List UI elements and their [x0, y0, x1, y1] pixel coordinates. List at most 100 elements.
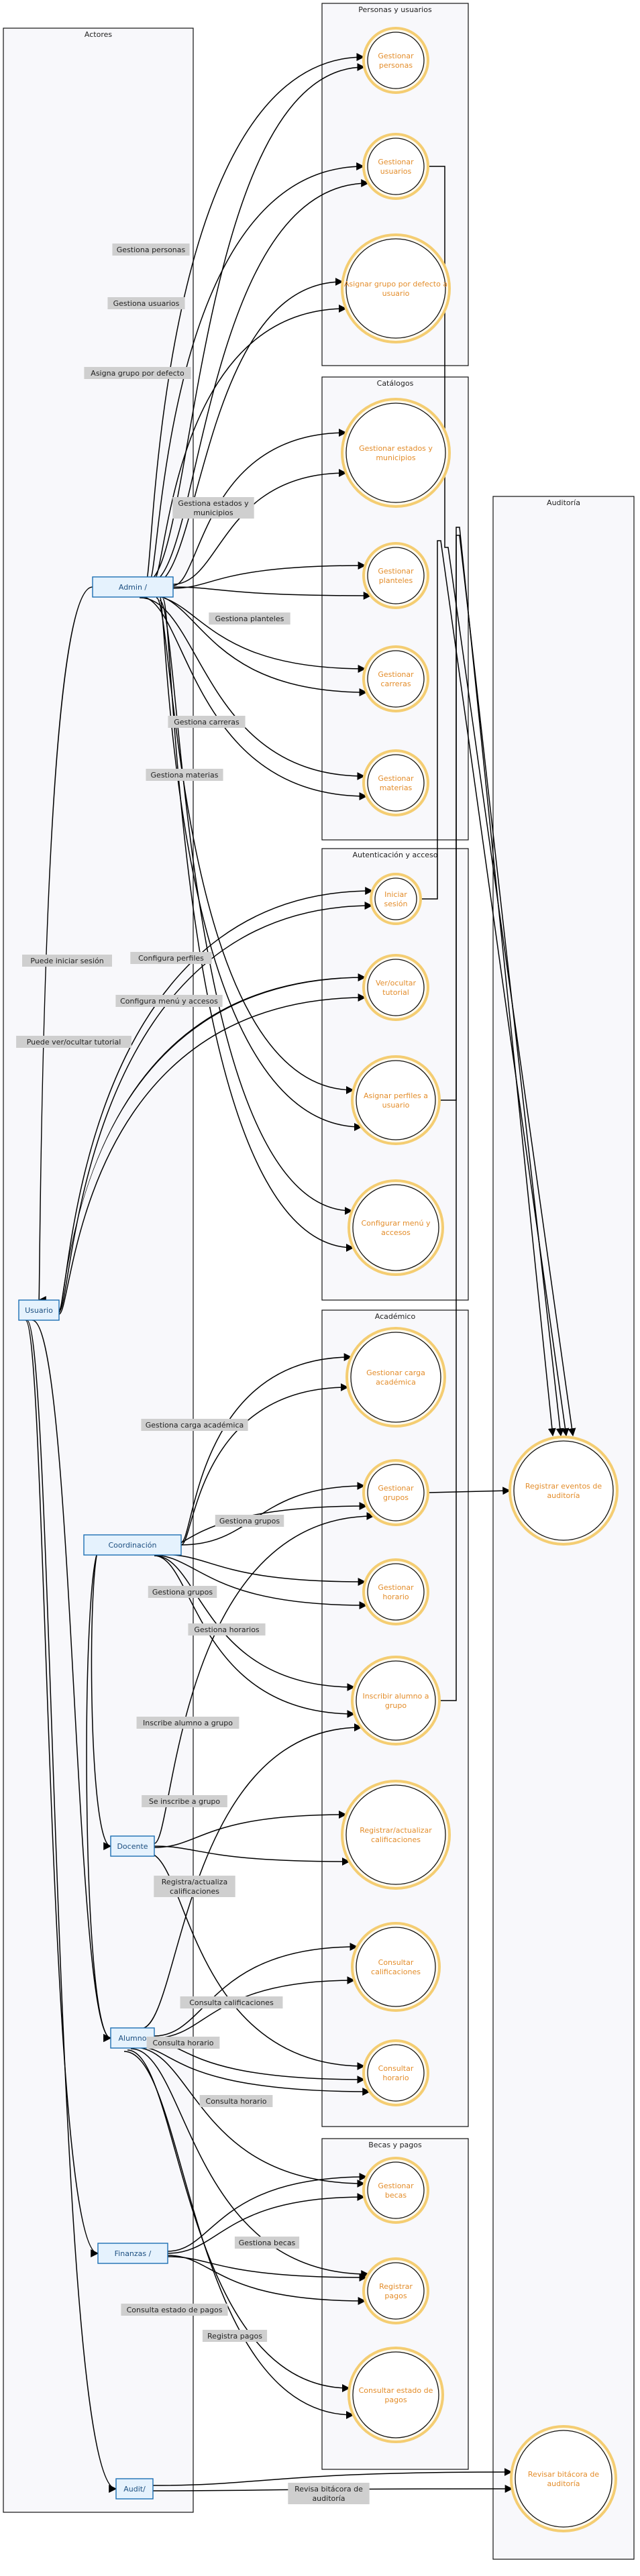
usecase-label: Asignar perfiles a [364, 1091, 428, 1100]
edge-label-puede_ver: Puede ver/ocultar tutorial [16, 1036, 131, 1048]
edge-42 [140, 2047, 371, 2096]
usecase-label: grupos [383, 1493, 409, 1502]
edge-label-text: Configura perfiles [138, 954, 204, 963]
group-title-personas: Personas y usuarios [358, 5, 432, 14]
usecase-label: pagos [384, 2396, 407, 2404]
usecase-label: académica [376, 1378, 416, 1387]
edge-label-gestiona_carreras: Gestiona carreras [168, 716, 246, 728]
usecase-label: Configurar menú y [362, 1219, 431, 1228]
edge-7 [172, 469, 348, 585]
edge-label-text: Gestiona horarios [194, 1625, 260, 1634]
actor-finanzas[interactable]: Finanzas / [97, 2243, 168, 2264]
edge-40 [154, 1943, 358, 2037]
edge-43 [134, 2047, 366, 2188]
edge-28 [147, 1554, 368, 1609]
edge-label-gestiona_personas: Gestiona personas [112, 244, 190, 256]
edge-4 [149, 179, 370, 584]
edge-34 [154, 1512, 375, 1844]
edge-57 [421, 540, 570, 1437]
usecase-label: planteles [379, 576, 413, 585]
actor-coordinacion[interactable]: Coordinación [83, 1534, 182, 1556]
edge-label-text: Gestiona materias [151, 771, 219, 780]
edge-23 [38, 586, 93, 1301]
group-title-actores: Actores [85, 30, 112, 39]
edge-label-gestiona_grupos_2: Gestiona grupos [148, 1586, 217, 1598]
actor-label: Alumno [119, 2034, 147, 2043]
edge-54 [152, 2468, 513, 2486]
usecase-label: materias [380, 784, 413, 792]
actor-label: Finanzas / [115, 2249, 152, 2258]
group-actores: Actores [3, 28, 194, 2513]
edge-18 [159, 600, 353, 1215]
actor-label: Admin / [119, 583, 148, 592]
edge-39 [154, 1976, 356, 2039]
usecase-label: Ver/ocultar [376, 979, 417, 987]
edge-label-se_inscribe: Se inscribe a grupo [142, 1795, 227, 1807]
edge-50 [167, 2193, 366, 2254]
edge-label-text: Gestiona estados y [178, 499, 249, 508]
edge-label-gestiona_becas: Gestiona becas [234, 2237, 300, 2249]
edge-45 [127, 2049, 350, 2392]
usecase-label: personas [379, 61, 413, 70]
edge-label-gestiona_planteles: Gestiona planteles [209, 612, 290, 625]
edge-label-gestiona_usuarios: Gestiona usuarios [107, 297, 185, 309]
usecase-label: becas [385, 2191, 407, 2200]
usecase-label: usuario [382, 1101, 410, 1110]
edge-5 [152, 305, 348, 582]
actor-label: Audit/ [123, 2485, 146, 2493]
usecase-label: Registrar/actualizar [360, 1826, 432, 1835]
usecase-label: tutorial [382, 988, 409, 997]
edge-label-consulta_calif: Consulta calificaciones [180, 1996, 283, 2008]
edge-55 [152, 2485, 513, 2493]
edge-label-text: Gestiona carreras [174, 718, 239, 727]
usecase-label: Gestionar [378, 158, 414, 166]
usecase-label: Consultar [378, 1958, 414, 1967]
usecase-label: Gestionar [378, 670, 414, 679]
actor-usuario[interactable]: Usuario [18, 1299, 60, 1321]
edge-53 [167, 2256, 368, 2282]
actor-audit[interactable]: Audit/ [115, 2478, 154, 2500]
edge-label-text: Asigna grupo por defecto [91, 369, 184, 378]
usecase-label: Consultar estado de [359, 2386, 433, 2395]
edge-label-consulta_pagos: Consulta estado de pagos [121, 2304, 228, 2316]
usecase-label: Gestionar [378, 2182, 414, 2190]
usecase-label: municipios [376, 453, 416, 462]
edge-label-text: Consulta calificaciones [189, 1998, 274, 2007]
edge-label-inscribe_alumno: Inscribe alumno a grupo [136, 1717, 239, 1729]
edge-label-text: Configura menú y accesos [120, 997, 218, 1006]
actor-docente[interactable]: Docente [110, 1835, 155, 1857]
edge-label-text: Consulta horario [206, 2097, 267, 2106]
edge-label-gestiona_carga: Gestiona carga académica [141, 1419, 248, 1431]
actor-label: Usuario [25, 1306, 53, 1315]
edge-label-asigna_grupo: Asigna grupo por defecto [84, 367, 191, 379]
usecase-label: horario [382, 2074, 409, 2082]
usecase-label: Gestionar [378, 567, 414, 576]
edge-1 [146, 53, 365, 581]
actor-admin[interactable]: Admin / [92, 576, 174, 598]
edge-24 [180, 1383, 349, 1546]
